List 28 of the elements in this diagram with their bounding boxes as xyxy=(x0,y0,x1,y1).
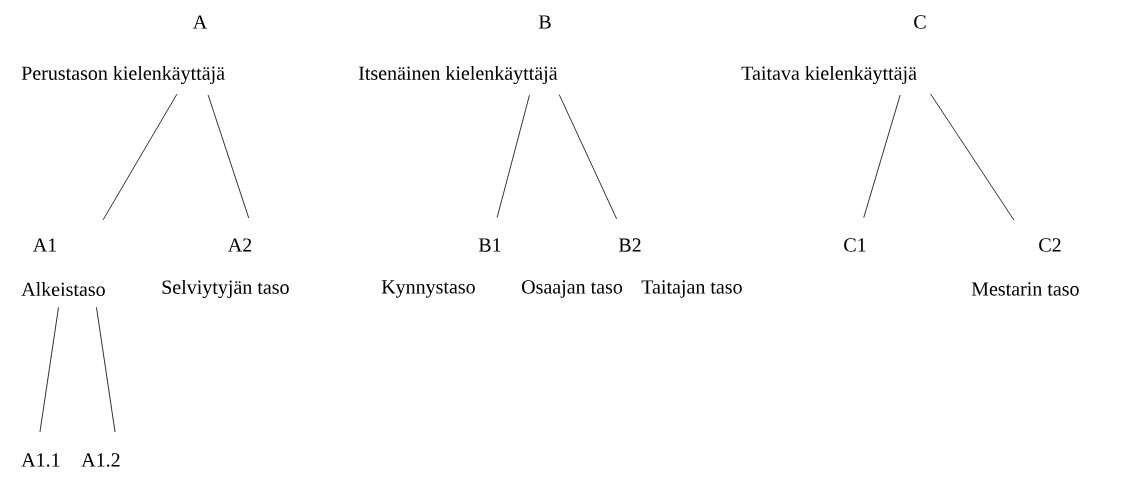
connector-line xyxy=(102,93,178,221)
level-label: Kynnystaso xyxy=(381,280,475,298)
level-code: A2 xyxy=(227,238,252,252)
connector-line xyxy=(558,94,617,220)
level-label: Osaajan taso xyxy=(522,280,623,298)
level-label: A1.1 xyxy=(21,453,60,467)
level-code: C2 xyxy=(1039,238,1061,252)
level-label: Mestarin taso xyxy=(971,282,1079,296)
connector-line xyxy=(207,94,250,219)
level-code: A xyxy=(192,15,208,29)
connector-line xyxy=(930,93,1015,221)
level-label: A1.2 xyxy=(81,453,120,467)
level-code: B1 xyxy=(478,238,501,252)
level-label: Taitajan taso xyxy=(641,280,742,298)
connector-line xyxy=(39,306,59,433)
level-code: B xyxy=(538,15,551,29)
level-code: A1 xyxy=(32,238,56,252)
level-code: B2 xyxy=(618,238,641,252)
connector-line xyxy=(863,94,901,219)
level-label: Taitava kielenkäyttäjä xyxy=(741,65,917,85)
connector-line xyxy=(496,94,530,219)
level-code: C1 xyxy=(844,238,866,252)
level-label: Perustason kielenkäyttäjä xyxy=(21,65,225,85)
level-code: C xyxy=(914,15,926,29)
level-label: Alkeistaso xyxy=(21,281,105,297)
connector-line xyxy=(96,306,116,433)
level-label: Selviytyjän taso xyxy=(162,279,289,299)
level-label: Itsenäinen kielenkäyttäjä xyxy=(358,65,558,85)
